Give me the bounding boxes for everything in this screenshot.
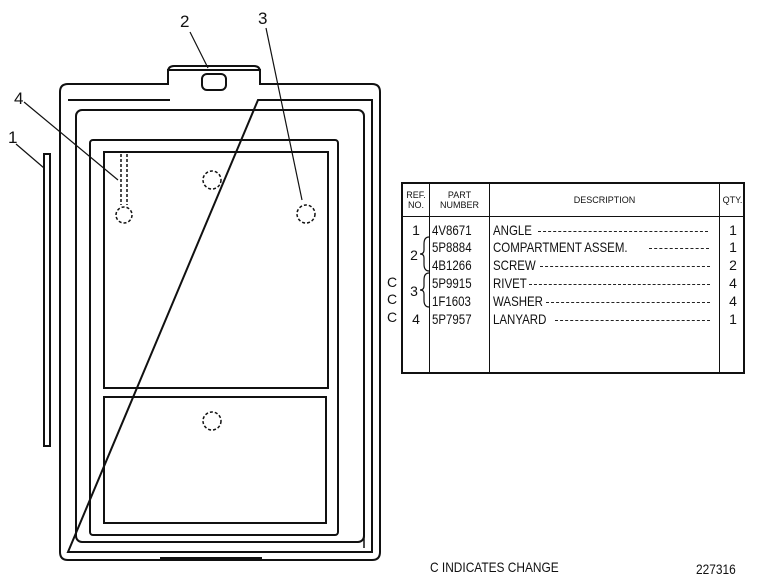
qty: 2 [729, 257, 737, 273]
callout-2: 2 [180, 12, 189, 31]
table-row: 2 5P8884 COMPARTMENT ASSEM. 1 [403, 239, 743, 263]
qty: 1 [729, 222, 737, 238]
description: LANYARD [493, 311, 547, 327]
part-number: 5P7957 [432, 311, 472, 327]
table-row: 3 5P9915 RIVET 4 [403, 275, 743, 299]
header-qty: QTY. [722, 195, 743, 205]
qty: 1 [729, 239, 737, 255]
lower-panel [103, 396, 327, 524]
table-row: 4 5P7957 LANYARD 1 [403, 311, 743, 328]
lanyard-attach [115, 206, 133, 224]
outer-housing [59, 69, 381, 561]
angle-part [43, 153, 51, 447]
change-marker: C [387, 274, 398, 290]
ref-no: 2 [410, 247, 418, 263]
rivet-hole [296, 204, 316, 224]
description: RIVET [493, 275, 527, 291]
callout-3: 3 [258, 9, 267, 28]
callout-4: 4 [14, 89, 23, 108]
description: COMPARTMENT ASSEM. [493, 239, 628, 255]
qty: 4 [729, 293, 737, 309]
leader-3 [265, 27, 303, 201]
part-number: 4V8671 [432, 222, 472, 238]
group-brace [419, 272, 430, 308]
rivet-hole [202, 411, 222, 431]
part-number: 5P8884 [432, 239, 472, 255]
qty: 4 [729, 275, 737, 291]
description: WASHER [493, 293, 543, 309]
header-ref-no: REF.NO. [406, 190, 426, 210]
ref-no: 4 [412, 311, 420, 327]
part-number: 4B1266 [432, 257, 472, 273]
description: SCREW [493, 257, 536, 273]
change-legend: C INDICATES CHANGE [430, 559, 559, 575]
rivet-hole [202, 170, 222, 190]
part-number: 1F1603 [432, 293, 471, 309]
drawing-number: 227316 [696, 561, 736, 577]
table-row: 1F1603 WASHER 4 [403, 293, 743, 310]
tab-slot [201, 73, 227, 91]
leader-4 [23, 101, 119, 181]
housing-inner-lip [66, 99, 373, 553]
ref-no: 1 [412, 222, 420, 238]
description: ANGLE [493, 222, 532, 238]
qty: 1 [729, 311, 737, 327]
leader-2 [189, 31, 209, 69]
header-description: DESCRIPTION [573, 195, 636, 205]
ref-no: 3 [410, 283, 418, 299]
callout-1: 1 [8, 128, 17, 147]
upper-panel [103, 151, 329, 389]
leader-1 [15, 143, 45, 169]
change-marker: C [387, 309, 398, 325]
table-row: 4B1266 SCREW 2 [403, 257, 743, 274]
group-brace [419, 236, 430, 272]
table-row: 1 4V8671 ANGLE 1 [403, 222, 743, 239]
change-marker: C [387, 291, 398, 307]
compartment-tab [167, 65, 261, 84]
part-number: 5P9915 [432, 275, 472, 291]
compartment-inner-frame [89, 139, 339, 536]
